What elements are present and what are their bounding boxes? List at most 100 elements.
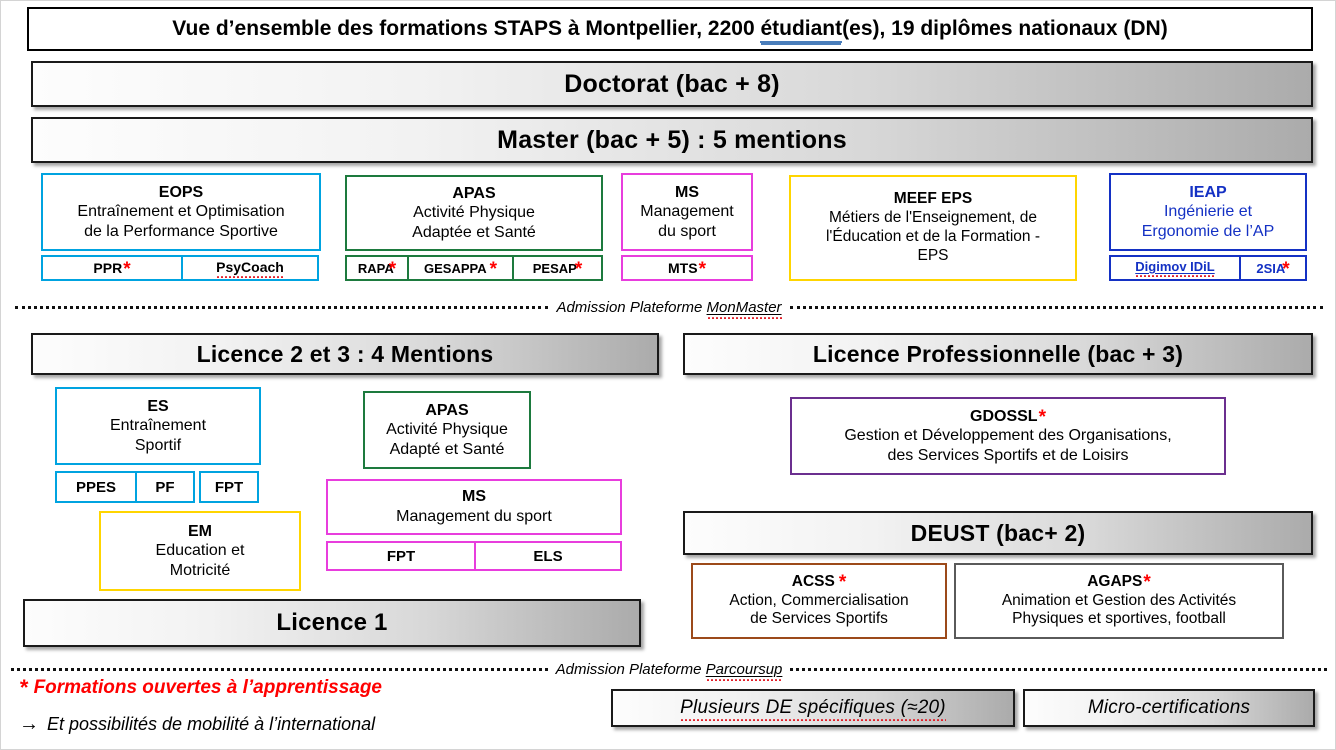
deust-program-agaps[interactable]: AGAPS* Animation et Gestion des Activité… — [954, 563, 1284, 639]
parcours-digimov-idil[interactable]: Digimov IDiL — [1109, 255, 1241, 281]
licence-mention-ms-code: MS — [462, 488, 486, 506]
licence-mention-apas-line2: Adapté et Santé — [389, 440, 505, 458]
parcours-2sia[interactable]: 2SIA* — [1239, 255, 1307, 281]
licence-mention-ms-line1: Management du sport — [396, 508, 552, 525]
parcours-digimov-idil-label: Digimov IDiL — [1135, 259, 1215, 277]
parcours-ppr-label: PPR — [93, 260, 123, 276]
divider-parcoursup-prefix: Admission Plateforme — [555, 660, 706, 678]
parcours-fpt-ms-label: FPT — [386, 547, 416, 565]
legend-mobility: → Et possibilités de mobilité à l’intern… — [19, 713, 539, 736]
deust-program-agaps-code: AGAPS* — [1087, 573, 1151, 592]
deust-program-acss-code-text: ACSS — [791, 572, 835, 590]
master-mention-eops-code: EOPS — [158, 183, 204, 201]
parcours-els-label: ELS — [533, 547, 563, 565]
master-mention-ms-code: MS — [675, 183, 699, 201]
deust-program-acss-code: ACSS* — [792, 573, 846, 592]
banner-licence-2-3-label: Licence 2 et 3 : 4 Mentions — [196, 340, 494, 367]
licence-mention-apas-code: APAS — [425, 401, 469, 419]
licence-mention-es-code: ES — [147, 397, 169, 415]
page-title-text: Vue d’ensemble des formations STAPS à Mo… — [172, 17, 1168, 43]
parcours-mts[interactable]: MTS* — [621, 255, 753, 281]
licence-mention-ms[interactable]: MS Management du sport — [326, 479, 622, 535]
deust-program-acss-line2: de Services Sportifs — [750, 610, 888, 628]
licence-pro-gdossl-code-text: GDOSSL — [970, 407, 1038, 425]
divider-monmaster-misspelled: MonMaster — [706, 298, 782, 319]
master-mention-eops-line1: Entraînement et Optimisation — [77, 203, 285, 221]
master-mention-ms[interactable]: MS Management du sport — [621, 173, 753, 251]
parcours-els[interactable]: ELS — [474, 541, 622, 571]
parcours-fpt-ms[interactable]: FPT — [326, 541, 476, 571]
parcours-ppes[interactable]: PPES — [55, 471, 137, 503]
master-parcours-ms: MTS* — [621, 255, 753, 281]
master-mention-eops[interactable]: EOPS Entraînement et Optimisation de la … — [41, 173, 321, 251]
licence-mention-es-line2: Sportif — [134, 436, 182, 454]
master-mention-ms-line1: Management — [640, 203, 734, 221]
parcours-2sia-label: 2SIA — [1256, 260, 1286, 276]
licence-mention-apas[interactable]: APAS Activité Physique Adapté et Santé — [363, 391, 531, 469]
legend-apprenticeship-text: Formations ouvertes à l’apprentissage — [33, 677, 383, 698]
licence-mention-es[interactable]: ES Entraînement Sportif — [55, 387, 261, 465]
divider-parcoursup: Admission Plateforme Parcoursup — [11, 659, 1327, 681]
master-mention-meef-line1: Métiers de l'Enseignement, de — [828, 209, 1038, 227]
banner-licence-pro: Licence Professionnelle (bac + 3) — [683, 333, 1313, 375]
master-mention-apas-line1: Activité Physique — [413, 204, 535, 222]
master-parcours-apas: RAPA* GESAPPA* PESAP* — [345, 255, 603, 281]
parcours-gesappa[interactable]: GESAPPA* — [407, 255, 514, 281]
parcours-rapa[interactable]: RAPA* — [345, 255, 409, 281]
master-mention-meef-line3: EPS — [917, 246, 949, 264]
master-mention-apas-code: APAS — [452, 184, 496, 202]
licence-pro-gdossl[interactable]: GDOSSL* Gestion et Développement des Org… — [790, 397, 1226, 475]
apprenticeship-star-icon: * — [1038, 406, 1046, 428]
licence-mention-es-line1: Entraînement — [109, 417, 207, 435]
banner-deust: DEUST (bac+ 2) — [683, 511, 1313, 555]
deust-program-agaps-line2: Physiques et sportives, football — [1012, 610, 1226, 628]
parcours-gesappa-label: GESAPPA — [423, 260, 487, 276]
master-mention-apas-line2: Adaptée et Santé — [412, 223, 536, 241]
banner-deust-label: DEUST (bac+ 2) — [910, 519, 1086, 546]
licence-pro-gdossl-line1: Gestion et Développement des Organisatio… — [844, 427, 1172, 445]
page-title-before: Vue d’ensemble des formations STAPS à Mo… — [172, 17, 761, 40]
master-mention-meef-eps[interactable]: MEEF EPS Métiers de l'Enseignement, de l… — [789, 175, 1077, 281]
banner-doctorat: Doctorat (bac + 8) — [31, 61, 1313, 107]
box-de-specifiques[interactable]: Plusieurs DE spécifiques (≈20) — [611, 689, 1015, 727]
master-mention-ieap[interactable]: IEAP Ingénierie et Ergonomie de l’AP — [1109, 173, 1307, 251]
deust-program-acss[interactable]: ACSS* Action, Commercialisation de Servi… — [691, 563, 947, 639]
parcours-pf[interactable]: PF — [135, 471, 195, 503]
page-title-misspelled: étudiant — [760, 17, 843, 43]
banner-master: Master (bac + 5) : 5 mentions — [31, 117, 1313, 163]
licence-mention-apas-line1: Activité Physique — [386, 421, 508, 439]
divider-dots-left — [15, 305, 549, 309]
box-de-specifiques-text: Plusieurs DE spécifiques (≈20) — [680, 697, 946, 721]
parcours-mts-label: MTS — [668, 260, 698, 276]
divider-monmaster-prefix: Admission Plateforme — [556, 298, 707, 316]
page-title: Vue d’ensemble des formations STAPS à Mo… — [27, 7, 1313, 51]
parcours-psycoach[interactable]: PsyCoach — [181, 255, 319, 281]
parcours-rapa-label: RAPA — [357, 260, 394, 276]
licence-parcours-es: PPES PF FPT — [55, 471, 261, 503]
arrow-right-icon: → — [19, 713, 39, 735]
licence-pro-gdossl-code: GDOSSL* — [970, 407, 1046, 427]
master-mention-apas[interactable]: APAS Activité Physique Adaptée et Santé — [345, 175, 603, 251]
parcours-pesap[interactable]: PESAP* — [512, 255, 603, 281]
box-micro-certifications[interactable]: Micro-certifications — [1023, 689, 1315, 727]
master-mention-meef-line2: l'Éducation et de la Formation - — [825, 228, 1041, 245]
deust-program-agaps-code-text: AGAPS — [1087, 572, 1143, 590]
divider-parcoursup-dots-right — [790, 667, 1327, 671]
banner-licence-1: Licence 1 — [23, 599, 641, 647]
deust-program-acss-line1: Action, Commercialisation — [729, 591, 909, 609]
banner-licence-pro-label: Licence Professionnelle (bac + 3) — [812, 340, 1184, 367]
parcours-pf-label: PF — [155, 478, 175, 496]
licence-parcours-ms: FPT ELS — [326, 541, 622, 571]
banner-doctorat-label: Doctorat (bac + 8) — [564, 69, 780, 98]
licence-mention-em[interactable]: EM Education et Motricité — [99, 511, 301, 591]
master-mention-ms-line2: du sport — [658, 222, 716, 240]
apprenticeship-star-icon: * — [1143, 571, 1151, 593]
licence-mention-em-line2: Motricité — [169, 561, 231, 579]
parcours-fpt-licence[interactable]: FPT — [199, 471, 259, 503]
parcours-fpt-licence-label: FPT — [214, 478, 244, 496]
deust-program-agaps-line1: Animation et Gestion des Activités — [1001, 591, 1237, 609]
parcours-ppes-label: PPES — [75, 478, 117, 496]
parcours-ppr[interactable]: PPR* — [41, 255, 183, 281]
parcours-pesap-label: PESAP — [532, 260, 577, 276]
